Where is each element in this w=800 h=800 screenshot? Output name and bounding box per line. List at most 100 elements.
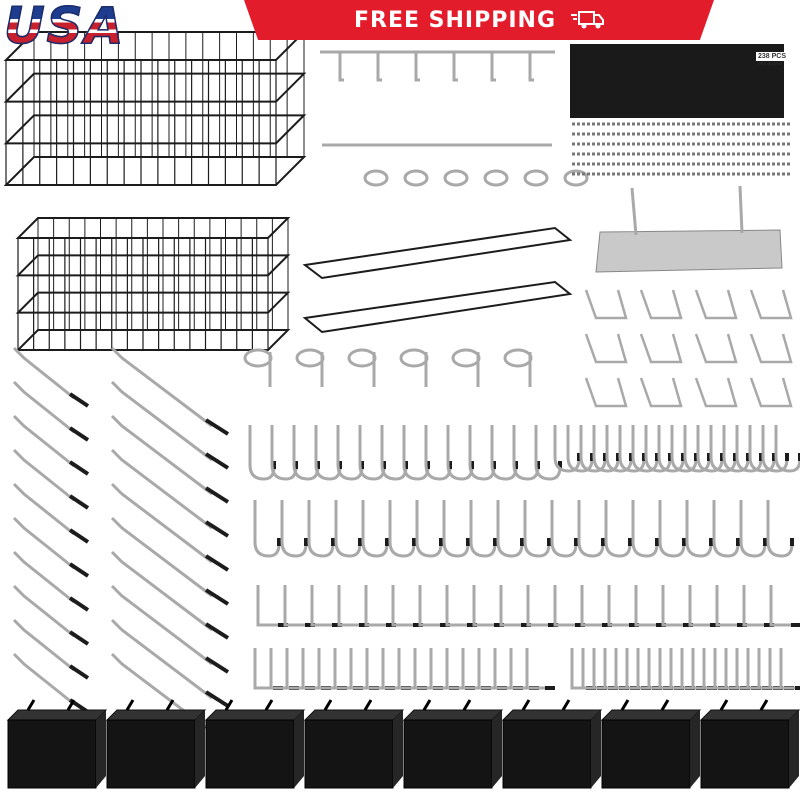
double-ring-holder — [295, 348, 325, 368]
l-hook — [526, 585, 554, 627]
straight-hook — [12, 584, 75, 638]
l-hook — [742, 585, 770, 627]
l-hook — [525, 648, 551, 690]
rail-peg — [338, 52, 344, 82]
j-hook — [604, 500, 632, 558]
ring-holder — [443, 169, 469, 187]
black-bin — [204, 709, 306, 721]
j-hook — [512, 425, 540, 481]
j-hook — [766, 500, 794, 558]
j-hook — [709, 425, 737, 473]
l-hook — [779, 648, 800, 690]
j-hook — [553, 425, 581, 473]
j-hook — [358, 425, 386, 481]
j-hook — [468, 425, 496, 481]
j-hook — [446, 425, 474, 481]
black-bin — [501, 709, 603, 721]
j-hook — [415, 500, 443, 558]
l-hook — [391, 585, 419, 627]
l-hook — [301, 648, 327, 690]
j-hook — [644, 425, 672, 473]
double-ring-holder — [347, 348, 377, 368]
j-hook — [550, 500, 578, 558]
j-hook — [631, 500, 659, 558]
triangle-hook — [749, 377, 793, 408]
j-hook — [577, 500, 605, 558]
rail-peg — [452, 52, 458, 82]
l-hook — [445, 648, 471, 690]
l-hook — [493, 648, 519, 690]
straight-hook — [110, 380, 213, 462]
double-ring-holder — [243, 348, 273, 368]
l-hook — [364, 585, 392, 627]
triangle-hook — [639, 289, 683, 320]
j-hook — [442, 500, 470, 558]
l-hook — [253, 648, 279, 690]
straight-hook — [12, 380, 75, 434]
j-hook — [579, 425, 607, 473]
l-hook — [553, 585, 581, 627]
straight-hook — [12, 346, 75, 400]
j-hook — [774, 425, 800, 473]
l-hook — [429, 648, 455, 690]
l-hook — [634, 585, 662, 627]
l-hook — [499, 585, 527, 627]
j-hook — [334, 500, 362, 558]
straight-hook — [110, 618, 213, 700]
l-hook — [418, 585, 446, 627]
long-shelf-hanger — [302, 280, 573, 334]
black-bin — [303, 709, 405, 721]
j-hook — [248, 425, 276, 481]
l-hook — [461, 648, 487, 690]
rail-peg — [414, 52, 420, 82]
l-hook — [607, 585, 635, 627]
ring-holder — [483, 169, 509, 187]
usa-logo: USA — [3, 0, 240, 53]
straight-hook — [110, 346, 213, 428]
j-hook — [307, 500, 335, 558]
j-hook — [424, 425, 452, 481]
l-hook — [349, 648, 375, 690]
j-hook — [380, 425, 408, 481]
ring-holder — [563, 169, 589, 187]
double-ring-holder — [451, 348, 481, 368]
double-ring-holder — [503, 348, 533, 368]
j-hook — [523, 500, 551, 558]
j-hook — [314, 425, 342, 481]
triangle-hook — [639, 377, 683, 408]
straight-hook — [110, 516, 213, 598]
j-hook — [280, 500, 308, 558]
j-hook — [696, 425, 724, 473]
l-hook — [337, 585, 365, 627]
j-hook — [748, 425, 776, 473]
ring-holder — [363, 169, 389, 187]
triangle-hook — [694, 377, 738, 408]
straight-hook — [110, 550, 213, 632]
j-hook — [566, 425, 594, 473]
metal-shelf — [595, 229, 783, 273]
j-hook — [685, 500, 713, 558]
j-hook — [722, 425, 750, 473]
j-hook — [657, 425, 685, 473]
straight-hook — [110, 652, 213, 734]
package-count: 238 PCS — [756, 52, 789, 61]
j-hook — [735, 425, 763, 473]
wire-basket — [15, 217, 291, 351]
l-hook — [445, 585, 473, 627]
black-bin — [699, 709, 800, 721]
triangle-hook — [584, 377, 628, 408]
j-hook — [253, 500, 281, 558]
triangle-hook — [749, 333, 793, 364]
l-hook — [715, 585, 743, 627]
j-hook — [712, 500, 740, 558]
straight-hook — [12, 482, 75, 536]
j-hook — [618, 425, 646, 473]
l-hook — [269, 648, 295, 690]
l-hook — [472, 585, 500, 627]
shelf-hook — [738, 185, 744, 234]
j-hook — [270, 425, 298, 481]
l-hook — [365, 648, 391, 690]
straight-hook — [12, 516, 75, 570]
l-hook — [283, 585, 311, 627]
